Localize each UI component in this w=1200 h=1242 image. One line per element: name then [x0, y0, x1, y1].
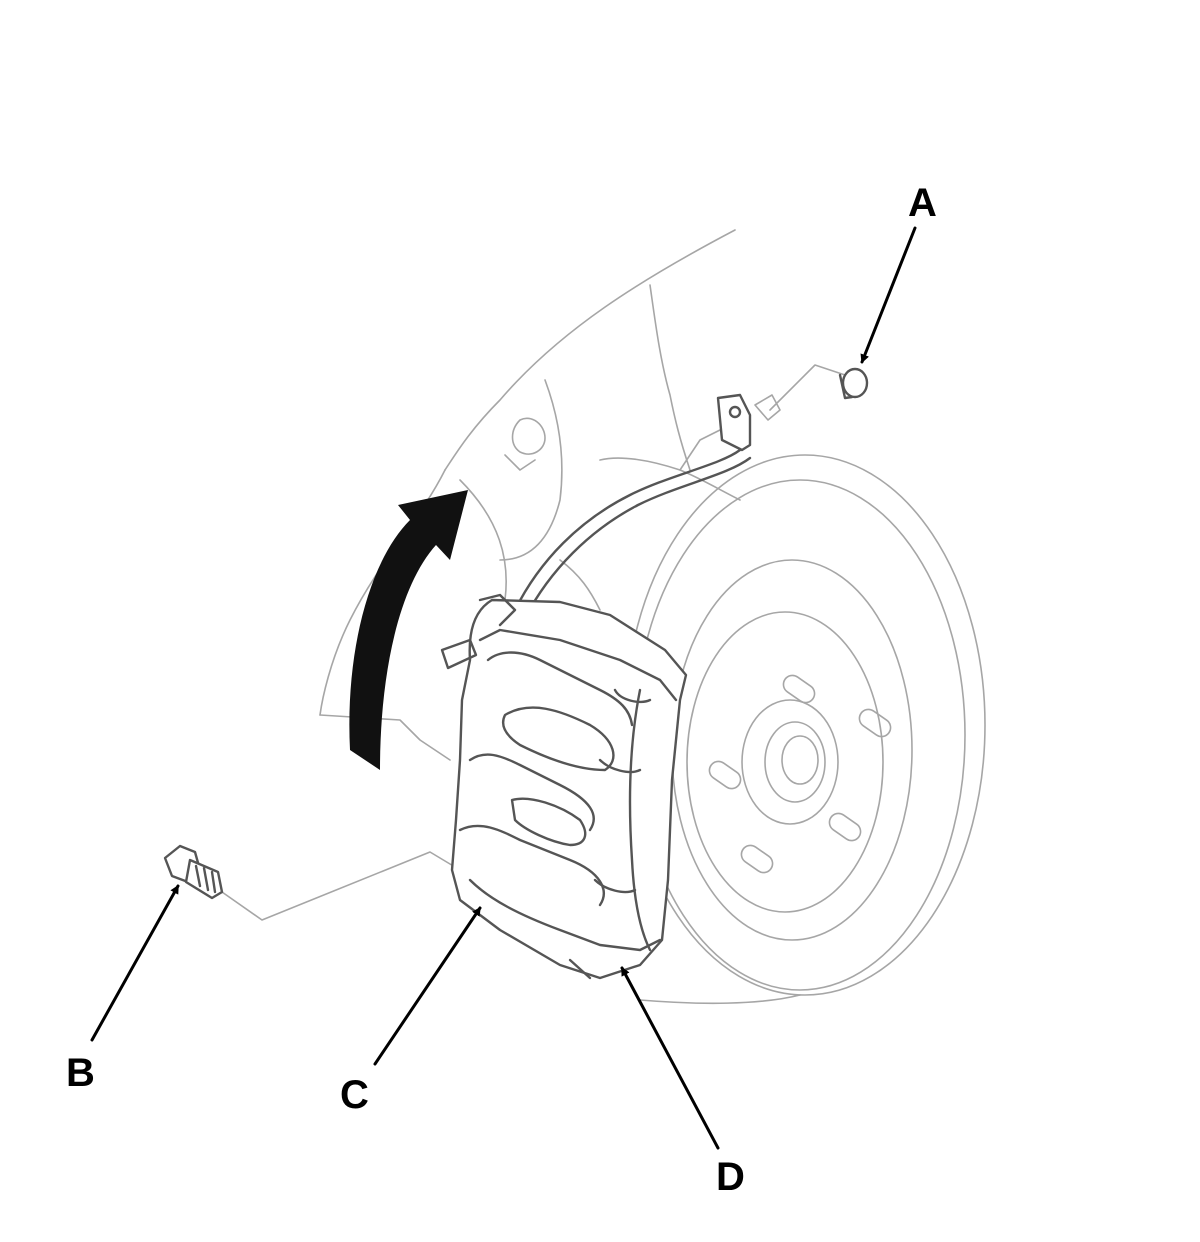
curved-arrow-icon: [349, 490, 468, 770]
leader-c: [373, 906, 482, 1066]
brake-disc: [624, 454, 986, 1005]
leader-a: [860, 226, 917, 364]
callout-a: A: [908, 181, 937, 225]
caliper: [440, 593, 688, 980]
hub: [741, 699, 839, 825]
callout-b: B: [66, 1051, 95, 1095]
bolt-b: [163, 844, 461, 921]
wheel-studs: [708, 674, 892, 874]
bolt-a: [769, 364, 869, 411]
brake-hose: [513, 393, 781, 620]
leader-b: [90, 884, 180, 1042]
callout-d: D: [716, 1155, 745, 1199]
leader-d: [620, 966, 720, 1150]
callout-c: C: [340, 1073, 369, 1117]
